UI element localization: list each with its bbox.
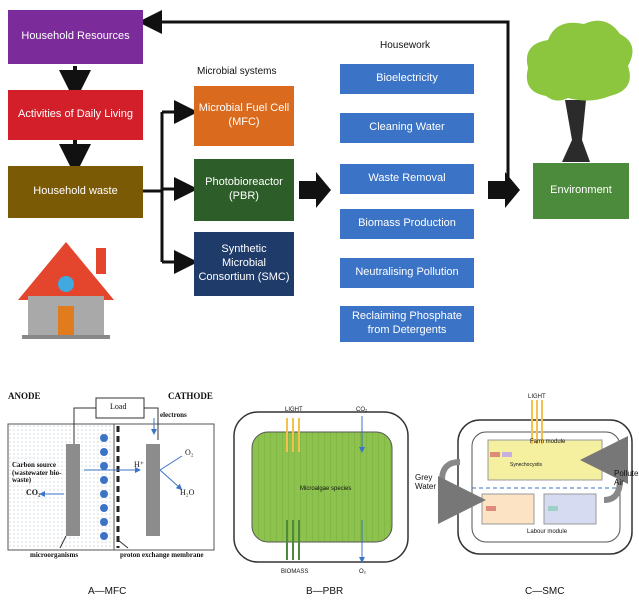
housework-item: Biomass Production [340, 209, 474, 239]
pbr-label: Photobioreactor (PBR) [205, 176, 283, 202]
housework-item-label: Biomass Production [358, 217, 456, 230]
electrons-label: electrons [160, 411, 187, 419]
anode-label: ANODE [8, 391, 41, 401]
microbial-systems-title: Microbial systems [197, 66, 277, 77]
o2-label: O₂ [185, 448, 194, 457]
pbr-caption: B—PBR [306, 586, 344, 597]
synechocystis-label: Synechocystis [510, 462, 542, 468]
mfc-caption: A—MFC [88, 586, 127, 597]
environment-box: Environment [533, 163, 629, 219]
mfc-box: Microbial Fuel Cell (MFC) [194, 86, 294, 146]
microorganisms-label: microorganisms [30, 551, 79, 559]
grey-water-label: Grey Water [415, 473, 437, 491]
housework-item-label: Reclaiming Phosphate from Detergents [351, 310, 463, 336]
smc-light-label: LIGHT [528, 394, 546, 400]
smc-label: Synthetic Microbial Consortium (SMC) [198, 243, 290, 283]
load-label: Load [110, 402, 127, 411]
environment-label: Environment [550, 184, 612, 197]
housework-item: Reclaiming Phosphate from Detergents [340, 306, 474, 342]
smc-caption: C—SMC [525, 586, 565, 597]
household-waste-label: Household waste [33, 185, 118, 198]
household-resources-box: Household Resources [8, 10, 143, 64]
labour-module-label: Labour module [527, 529, 568, 535]
housework-item: Waste Removal [340, 164, 474, 194]
housework-item-label: Neutralising Pollution [355, 266, 459, 279]
carbon-source-label: Carbon source (wastewater bio-waste) [12, 461, 62, 485]
housework-title: Housework [380, 40, 431, 51]
pbr-light-label: LIGHT [285, 407, 303, 413]
h2o-label: H₂O [180, 488, 195, 497]
housework-item: Neutralising Pollution [340, 258, 474, 288]
pbr-co2-label: CO₂ [356, 407, 368, 413]
membrane-label: proton exchange membrane [120, 551, 204, 559]
pbr-box: Photobioreactor (PBR) [194, 159, 294, 221]
farm-module-label: Farm module [530, 439, 566, 445]
microalgae-label: Microalgae species [300, 486, 352, 492]
housework-item-label: Waste Removal [368, 172, 446, 185]
housework-item-label: Cleaning Water [369, 121, 445, 134]
housework-item: Bioelectricity [340, 64, 474, 94]
h-plus-label: H⁺ [134, 460, 144, 469]
smc-box: Synthetic Microbial Consortium (SMC) [194, 232, 294, 296]
co2-label: CO₂ [26, 488, 41, 497]
housework-item: Cleaning Water [340, 113, 474, 143]
pollute-air-label: Pollute Air [614, 469, 639, 487]
cathode-label: CATHODE [168, 391, 213, 401]
biomass-label: BIOMASS [281, 569, 309, 575]
mfc-label: Microbial Fuel Cell (MFC) [198, 102, 290, 128]
activities-label: Activities of Daily Living [18, 108, 133, 121]
pbr-o2-label: O₂ [359, 569, 366, 575]
housework-item-label: Bioelectricity [376, 72, 438, 85]
household-waste-box: Household waste [8, 166, 143, 218]
activities-box: Activities of Daily Living [8, 90, 143, 140]
household-resources-label: Household Resources [21, 30, 130, 43]
